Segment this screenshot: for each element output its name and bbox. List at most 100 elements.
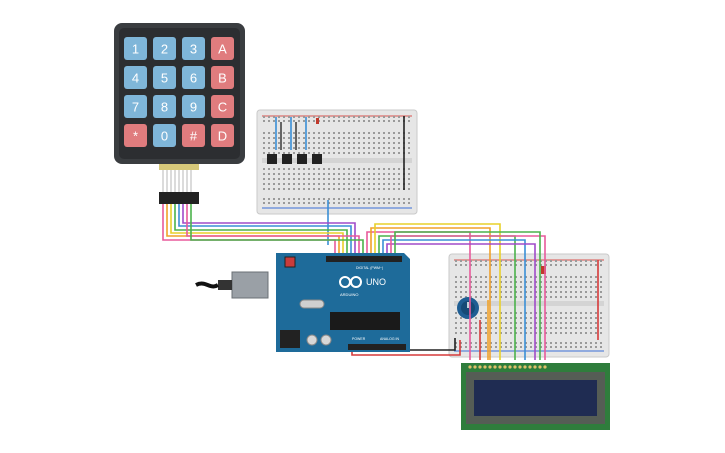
- breadboard-hole: [373, 132, 375, 134]
- breadboard-hole: [525, 327, 527, 329]
- arduino-uno[interactable]: UNO ARDUINO DIGITAL (PWM~) ANALOG IN POW…: [195, 253, 410, 352]
- digital-header: [326, 256, 402, 262]
- keypad-key[interactable]: [124, 95, 147, 118]
- breadboard-hole: [455, 264, 457, 266]
- pushbutton-1[interactable]: [267, 154, 277, 164]
- usb-connector[interactable]: [231, 271, 269, 299]
- breadboard-hole: [293, 152, 295, 154]
- keypad-key-label: B: [218, 71, 227, 86]
- keypad-key[interactable]: [211, 95, 234, 118]
- breadboard-hole: [495, 312, 497, 314]
- keypad-key[interactable]: [124, 37, 147, 60]
- breadboard-hole: [575, 264, 577, 266]
- breadboard-hole: [580, 264, 582, 266]
- breadboard-hole: [460, 264, 462, 266]
- pushbuttons[interactable]: [267, 154, 322, 164]
- breadboard-hole: [535, 317, 537, 319]
- breadboard-hole: [575, 260, 577, 262]
- breadboard-hole: [263, 202, 265, 204]
- breadboard-hole: [288, 188, 290, 190]
- keypad-key[interactable]: [211, 66, 234, 89]
- keypad-key[interactable]: [182, 95, 205, 118]
- breadboard-hole: [263, 188, 265, 190]
- lcd-pin: [488, 365, 492, 369]
- keypad-key[interactable]: [153, 124, 176, 147]
- breadboard-hole: [358, 183, 360, 185]
- breadboard-hole: [515, 327, 517, 329]
- breadboard-hole: [575, 296, 577, 298]
- breadboard-hole: [595, 276, 597, 278]
- breadboard-hole: [383, 142, 385, 144]
- breadboard-top[interactable]: [256, 109, 418, 245]
- breadboard-hole: [313, 116, 315, 118]
- keypad-key[interactable]: [124, 66, 147, 89]
- breadboard-hole: [460, 291, 462, 293]
- power-pins-label: POWER: [352, 337, 366, 341]
- breadboard-hole: [465, 260, 467, 262]
- breadboard-hole: [535, 332, 537, 334]
- lcd-16x2[interactable]: [461, 363, 610, 430]
- breadboard-hole: [570, 312, 572, 314]
- potentiometer[interactable]: [457, 297, 479, 319]
- breadboard-hole: [540, 276, 542, 278]
- capacitor-1: [306, 334, 318, 346]
- arduino-brand-label: ARDUINO: [340, 292, 358, 297]
- keypad-key[interactable]: [153, 37, 176, 60]
- breadboard-hole: [495, 286, 497, 288]
- breadboard-hole: [363, 120, 365, 122]
- breadboard-hole: [555, 291, 557, 293]
- breadboard-hole: [560, 291, 562, 293]
- breadboard-hole: [363, 173, 365, 175]
- breadboard-hole: [338, 168, 340, 170]
- keypad-key-label: 7: [132, 100, 139, 115]
- breadboard-hole: [540, 312, 542, 314]
- breadboard-hole: [565, 296, 567, 298]
- breadboard-hole: [338, 132, 340, 134]
- breadboard-hole: [520, 264, 522, 266]
- keypad-key[interactable]: [182, 66, 205, 89]
- breadboard-hole: [595, 291, 597, 293]
- keypad-face: [119, 28, 240, 159]
- breadboard-hole: [273, 178, 275, 180]
- breadboard-hole: [298, 198, 300, 200]
- breadboard-hole: [348, 120, 350, 122]
- breadboard-hole: [500, 260, 502, 262]
- breadboard-hole: [328, 202, 330, 204]
- keypad-key[interactable]: [211, 124, 234, 147]
- keypad-key[interactable]: [182, 124, 205, 147]
- breadboard-hole: [530, 286, 532, 288]
- keypad-key[interactable]: [211, 37, 234, 60]
- breadboard-hole: [263, 183, 265, 185]
- pushbutton-4[interactable]: [312, 154, 322, 164]
- breadboard-hole: [343, 188, 345, 190]
- pushbutton-2[interactable]: [282, 154, 292, 164]
- breadboard-hole: [278, 173, 280, 175]
- breadboard-hole: [403, 198, 405, 200]
- breadboard-hole: [278, 142, 280, 144]
- breadboard-hole: [378, 142, 380, 144]
- keypad-key[interactable]: [153, 66, 176, 89]
- breadboard-hole: [288, 173, 290, 175]
- keypad-key-label: A: [218, 42, 227, 57]
- breadboard-hole: [495, 327, 497, 329]
- pushbutton-3[interactable]: [297, 154, 307, 164]
- breadboard-hole: [585, 317, 587, 319]
- keypad-key[interactable]: [153, 95, 176, 118]
- breadboard-hole: [550, 264, 552, 266]
- breadboard-right[interactable]: [448, 253, 610, 358]
- power-jack[interactable]: [280, 330, 300, 348]
- reset-button[interactable]: [284, 256, 296, 268]
- breadboard-hole: [368, 120, 370, 122]
- breadboard-hole: [575, 276, 577, 278]
- breadboard-hole: [363, 168, 365, 170]
- breadboard-hole: [545, 276, 547, 278]
- breadboard-hole: [555, 312, 557, 314]
- breadboard-hole: [298, 173, 300, 175]
- breadboard-hole: [368, 147, 370, 149]
- breadboard-hole: [383, 202, 385, 204]
- breadboard-hole: [303, 178, 305, 180]
- digital-pins-label: DIGITAL (PWM~): [356, 266, 383, 270]
- keypad-key[interactable]: [124, 124, 147, 147]
- keypad-key[interactable]: [182, 37, 205, 60]
